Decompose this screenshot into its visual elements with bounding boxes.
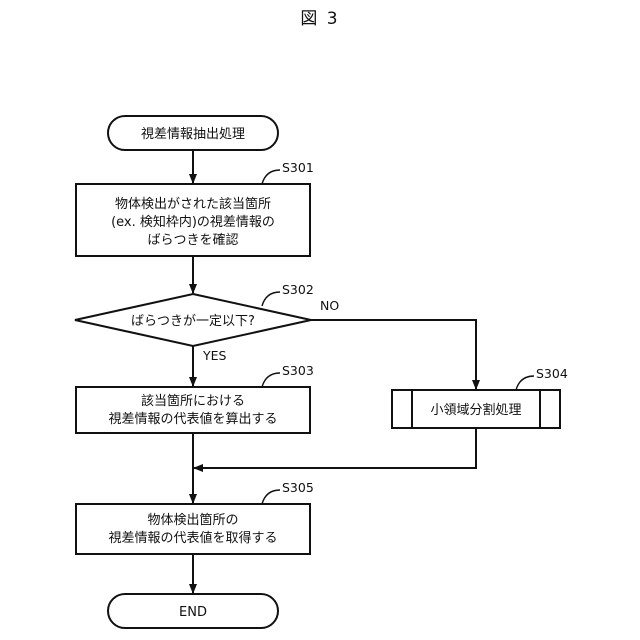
s304-leader-line bbox=[516, 376, 534, 390]
figure-title: 図 3 bbox=[300, 9, 339, 29]
s301-leader-line bbox=[262, 170, 280, 184]
start-label: 視差情報抽出処理 bbox=[141, 127, 245, 142]
s305-leader-line bbox=[262, 490, 280, 504]
yes-branch-label: YES bbox=[202, 348, 227, 363]
s303-text-line-1: 該当箇所における bbox=[141, 393, 245, 409]
s305-step-label: S305 bbox=[282, 480, 314, 495]
s305-text-line-1: 物体検出箇所の bbox=[147, 512, 238, 528]
s302-question-text: ばらつきが一定以下? bbox=[131, 314, 255, 329]
s301-text-line-3: ばらつきを確認 bbox=[147, 232, 238, 248]
s303-text-line-2: 視差情報の代表値を算出する bbox=[108, 411, 277, 427]
s305-process-box bbox=[76, 504, 310, 554]
arrow-no-to-s304 bbox=[311, 320, 476, 389]
s303-leader-line bbox=[262, 373, 280, 387]
s302-step-label: S302 bbox=[282, 282, 314, 297]
s304-text: 小領域分割処理 bbox=[430, 402, 521, 418]
s304-step-label: S304 bbox=[536, 366, 568, 381]
s303-step-label: S303 bbox=[282, 363, 314, 378]
end-label: END bbox=[179, 605, 207, 620]
s301-text-line-2: (ex. 検知枠内)の視差情報の bbox=[111, 214, 275, 230]
s305-text-line-2: 視差情報の代表値を取得する bbox=[108, 530, 277, 546]
s301-text-line-1: 物体検出がされた該当箇所 bbox=[115, 196, 271, 212]
s302-leader-line bbox=[262, 292, 280, 306]
no-branch-label: NO bbox=[320, 298, 339, 313]
s301-step-label: S301 bbox=[282, 160, 314, 175]
